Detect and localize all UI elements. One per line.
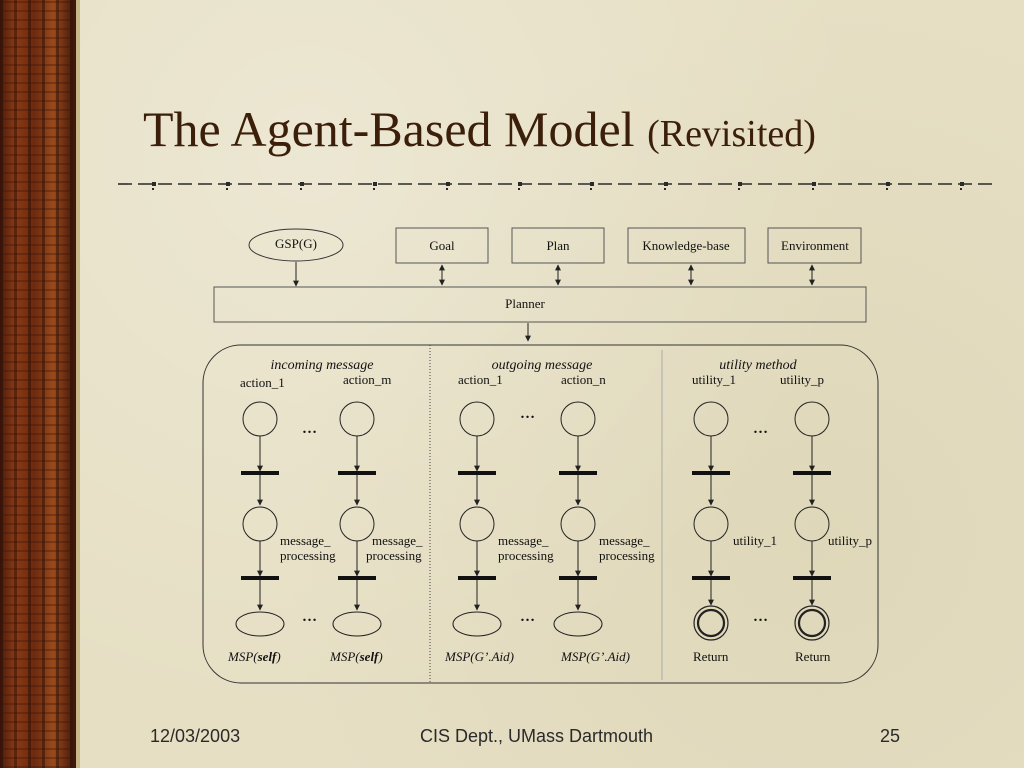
return-place-1-inner [696,608,726,638]
decorative-sidebar [0,0,76,768]
planner-label: Planner [505,296,545,311]
action-1-label-b: action_1 [458,372,503,387]
place-mid-1 [242,506,278,542]
place-out-2 [332,611,382,637]
sidebar-edge [76,0,80,768]
place-input-4 [560,401,596,437]
msg-proc-2-line2: processing [366,548,422,563]
environment-box [767,227,862,264]
place-out-3 [452,611,502,637]
title-suffix: (Revisited) [647,113,816,155]
goal-label: Goal [429,238,455,253]
place-input-1 [242,401,278,437]
transition-2b [338,576,376,580]
transition-5a [692,471,730,475]
msp-g-aid-label-2: MSP(G’.Aid) [560,649,630,664]
gsp-ellipse [248,228,344,262]
ellipsis-1: … [302,421,317,437]
msg-proc-1-line1: message_ [280,533,331,548]
plan-box [511,227,605,264]
incoming-header: incoming message [270,358,373,373]
action-n-label: action_n [561,372,606,387]
title-main: The Agent-Based Model [143,101,635,157]
transition-6a [793,471,831,475]
knowledge-base-box [627,227,746,264]
environment-label: Environment [781,238,849,253]
outgoing-header: outgoing message [492,358,593,373]
transition-2a [338,471,376,475]
utility-1-top-label: utility_1 [692,372,736,387]
footer-center: CIS Dept., UMass Dartmouth [420,726,654,746]
return-label-2: Return [795,649,831,664]
msg-proc-3-line2: processing [498,548,554,563]
transition-5b [692,576,730,580]
utility-p-mid-label: utility_p [828,533,872,548]
title-divider [118,182,992,190]
knowledge-base-label: Knowledge-base [642,238,730,253]
method-container [202,344,879,684]
action-m-label: action_m [343,372,391,387]
place-mid-2 [339,506,375,542]
ellipsis-2: … [520,406,535,422]
place-input-3 [459,401,495,437]
return-label-1: Return [693,649,729,664]
ellipsis-3: … [753,421,768,437]
plan-label: Plan [546,238,570,253]
return-place-1-outer [693,605,729,641]
place-input-6 [794,401,830,437]
action-1-label-a: action_1 [240,375,285,390]
page-title: The Agent-Based Model (Revisited) [143,100,816,158]
ellipsis-5: … [520,609,535,625]
planner-box [213,286,867,323]
msp-self-label-1: MSP(self) [227,649,281,664]
ellipsis-6: … [753,609,768,625]
place-input-2 [339,401,375,437]
msg-proc-1-line2: processing [280,548,336,563]
msg-proc-3-line1: message_ [498,533,549,548]
transition-3b [458,576,496,580]
place-out-1 [235,611,285,637]
place-mid-5 [693,506,729,542]
msg-proc-2-line1: message_ [372,533,423,548]
goal-box [395,227,489,264]
msg-proc-4-line1: message_ [599,533,650,548]
utility-header: utility method [719,358,797,373]
utility-1-mid-label: utility_1 [733,533,777,548]
ellipsis-4: … [302,609,317,625]
msp-self-label-2: MSP(self) [329,649,383,664]
place-input-5 [693,401,729,437]
transition-1a [241,471,279,475]
place-mid-3 [459,506,495,542]
return-place-2-inner [797,608,827,638]
transition-4a [559,471,597,475]
transition-1b [241,576,279,580]
transition-6b [793,576,831,580]
utility-p-top-label: utility_p [780,372,824,387]
msg-proc-4-line2: processing [599,548,655,563]
place-mid-4 [560,506,596,542]
gsp-label: GSP(G) [275,236,317,251]
transition-4b [559,576,597,580]
place-mid-6 [794,506,830,542]
transition-3a [458,471,496,475]
msp-g-aid-label-1: MSP(G’.Aid) [444,649,514,664]
return-place-2-outer [794,605,830,641]
place-out-4 [553,611,603,637]
footer-date: 12/03/2003 [150,726,241,746]
footer-page-number: 25 [880,726,901,746]
